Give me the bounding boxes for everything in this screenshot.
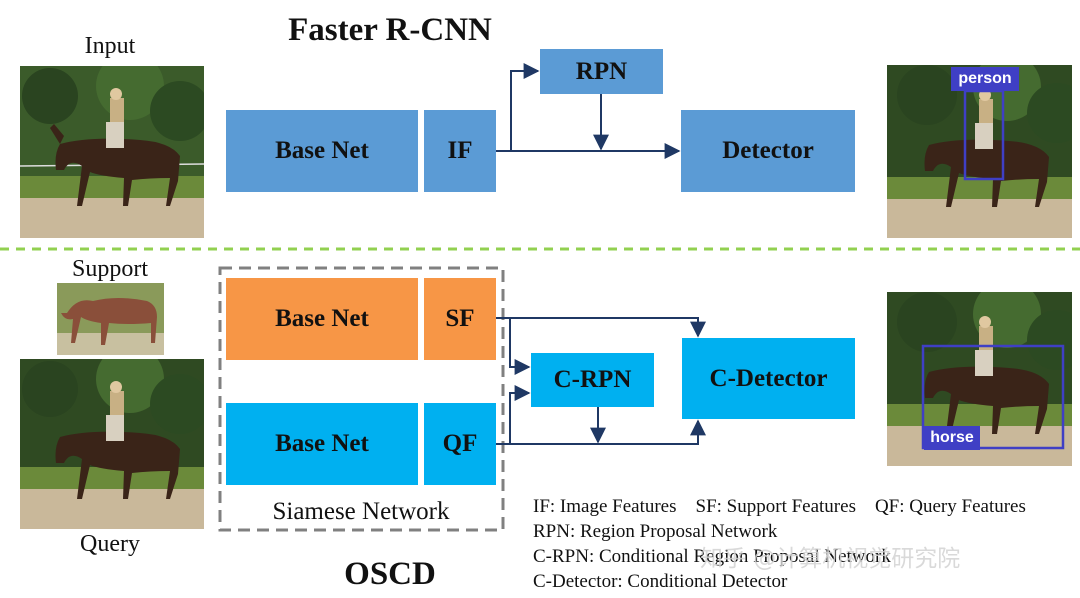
if-to-rpn-arrow [510,63,540,151]
oscd-title: OSCD [344,556,436,592]
sf-to-crpn-arrow [509,318,531,375]
horse-tag: horse [924,426,980,450]
legend-line-3: C-RPN: Conditional Region Proposal Netwo… [533,546,891,567]
legend-line-1: IF: Image Features SF: Support Features … [533,496,1026,517]
legend-line-2: RPN: Region Proposal Network [533,521,778,542]
support-features-box: SF [424,278,496,360]
detector-box: Detector [681,110,855,192]
c-detector-box: C-Detector [682,338,855,419]
qf-to-cdetector-arrow [496,419,706,445]
person-detection-image [887,65,1072,238]
input-label: Input [84,33,136,59]
siamese-network-frame [218,266,505,532]
base-net-box: Base Net [226,110,418,192]
query-features-box: QF [424,403,496,485]
watermark: 知乎 @计算机视觉研究院 [700,546,961,572]
siamese-network-label: Siamese Network [272,498,450,525]
support-label: Support [71,256,148,282]
support-base-net-box: Base Net [226,278,418,360]
query-label: Query [80,531,140,557]
horse-detection-image [887,292,1072,466]
image-features-box: IF [424,110,496,192]
person-tag: person [951,67,1019,91]
sf-to-cdetector-arrow [496,317,706,338]
faster-rcnn-title: Faster R-CNN [288,12,492,48]
c-rpn-box: C-RPN [531,353,654,407]
query-image [20,359,204,529]
query-base-net-box: Base Net [226,403,418,485]
legend-line-4: C-Detector: Conditional Detector [533,571,788,592]
rpn-box: RPN [540,49,663,94]
support-image [57,283,164,355]
input-image [20,66,204,238]
qf-to-crpn-arrow [509,385,531,444]
